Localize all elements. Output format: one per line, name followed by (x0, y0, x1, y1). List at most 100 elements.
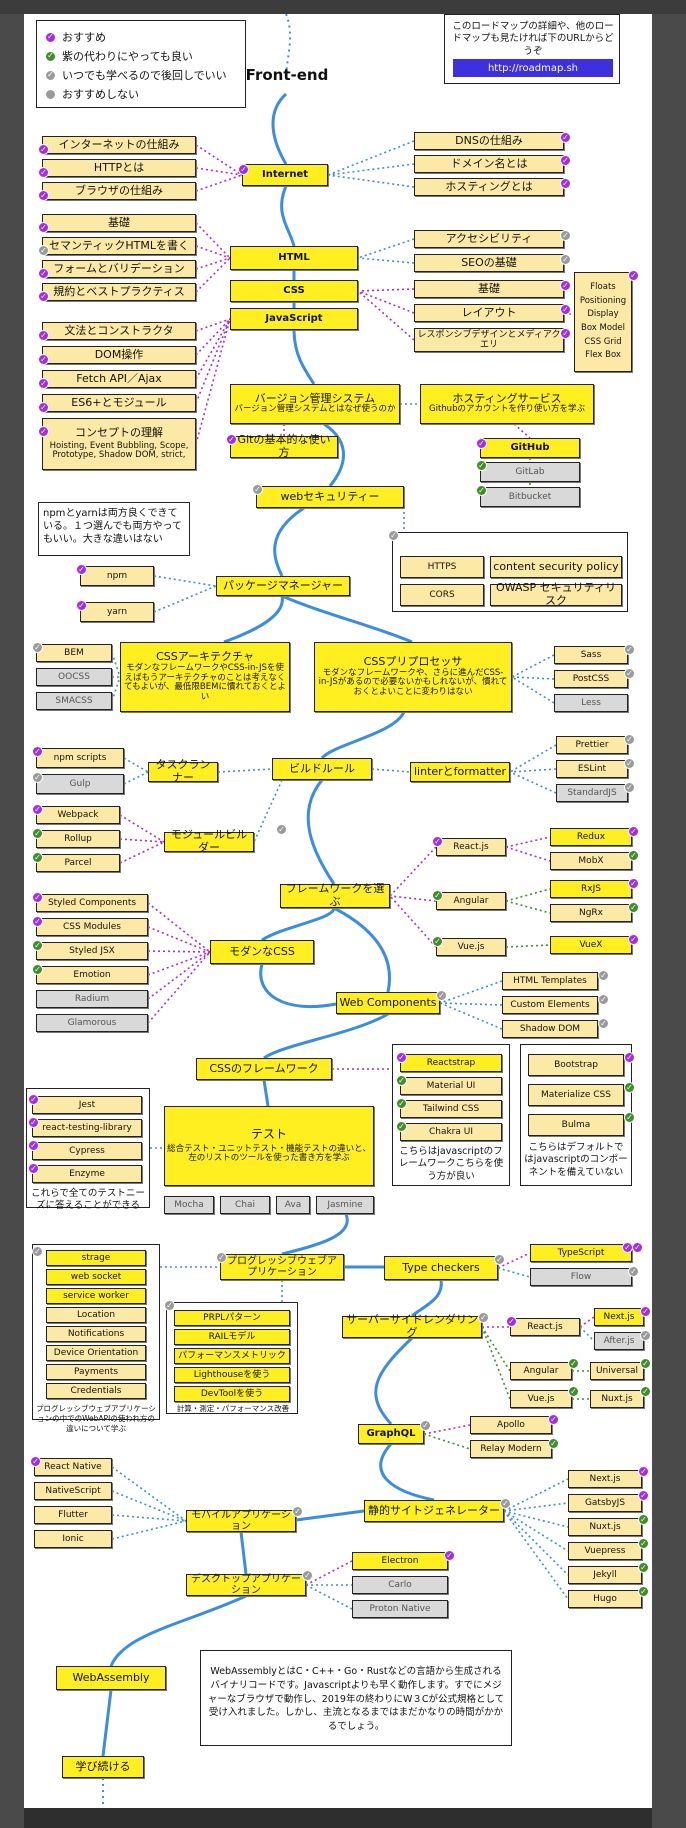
node-reactstrap[interactable]: Reactstrap (400, 1054, 502, 1072)
layout-item[interactable]: Box Model (580, 323, 626, 333)
node-jekyll[interactable]: Jekyll (568, 1566, 642, 1584)
node-webpack[interactable]: Webpack (36, 806, 120, 824)
layout-item[interactable]: Positioning (579, 295, 627, 306)
node-location[interactable]: Location (46, 1307, 146, 1323)
layout-item[interactable]: CSS Grid (584, 336, 622, 347)
node-react-testing-library[interactable]: react-testing-library (32, 1119, 142, 1137)
node-eslint[interactable]: ESLint (556, 760, 628, 778)
roadmap-link[interactable]: http://roadmap.sh (453, 59, 613, 77)
node-gatsby[interactable]: GatsbyJS (568, 1494, 642, 1512)
node-rail[interactable]: RAILモデル (174, 1329, 290, 1345)
node-task-runner[interactable]: タスクランナー (148, 759, 218, 784)
node-perf-metrics[interactable]: パフォーマンスメトリック (174, 1348, 290, 1364)
node-glamorous[interactable]: Glamorous (36, 1014, 148, 1032)
node-bulma[interactable]: Bulma (528, 1114, 624, 1136)
node-ssr-vue[interactable]: Vue.js (510, 1390, 572, 1408)
node-jasmine[interactable]: Jasmine (316, 1196, 374, 1214)
node-lighthouse[interactable]: Lighthouseを使う (174, 1367, 290, 1383)
node-webassembly[interactable]: WebAssembly (56, 1666, 166, 1690)
node-pick-framework[interactable]: フレームワークを選ぶ (280, 883, 390, 908)
node-ssg[interactable]: 静的サイトジェネレーター (364, 1500, 504, 1522)
node-shadow-dom[interactable]: Shadow DOM (502, 1020, 598, 1038)
node-material-ui[interactable]: Material UI (400, 1077, 502, 1095)
node-csp[interactable]: content security policy (490, 556, 622, 578)
node-emotion[interactable]: Emotion (36, 966, 148, 984)
node-radium[interactable]: Radium (36, 990, 148, 1008)
node-apollo[interactable]: Apollo (470, 1416, 552, 1434)
node-device-orientation[interactable]: Device Orientation (46, 1345, 146, 1361)
node-standardjs[interactable]: StandardJS (556, 784, 628, 802)
node-internet[interactable]: Internet (242, 164, 328, 186)
node-bem[interactable]: BEM (36, 644, 112, 662)
node-jest[interactable]: Jest (32, 1096, 142, 1114)
node-custom-elements[interactable]: Custom Elements (502, 996, 598, 1014)
node-type-checkers[interactable]: Type checkers (384, 1256, 498, 1280)
node-gulp[interactable]: Gulp (36, 774, 124, 794)
node-afterjs[interactable]: After.js (594, 1332, 644, 1350)
node-dns[interactable]: DNSの仕組み (414, 132, 564, 150)
layout-item[interactable]: Floats (590, 282, 616, 293)
node-typescript[interactable]: TypeScript (530, 1244, 632, 1262)
node-vuex[interactable]: VueX (550, 936, 632, 954)
node-ssg-nuxt[interactable]: Nuxt.js (568, 1518, 642, 1536)
node-service-worker[interactable]: service worker (46, 1288, 146, 1304)
node-what-is-http[interactable]: HTTPとは (42, 159, 196, 177)
node-styled-components[interactable]: Styled Components (36, 894, 148, 912)
node-bitbucket[interactable]: Bitbucket (480, 487, 580, 507)
node-https[interactable]: HTTPS (400, 556, 484, 578)
node-sass[interactable]: Sass (554, 646, 628, 664)
node-module-bundler[interactable]: モジュールビルダー (164, 829, 254, 854)
node-ssr-react[interactable]: React.js (510, 1318, 580, 1336)
node-notifications[interactable]: Notifications (46, 1326, 146, 1342)
node-js-syntax[interactable]: 文法とコンストラクタ (42, 322, 196, 340)
node-desktop[interactable]: デスクトップアプリケーション (186, 1574, 306, 1596)
node-payments[interactable]: Payments (46, 1364, 146, 1380)
node-nuxtjs[interactable]: Nuxt.js (590, 1390, 644, 1408)
node-storage[interactable]: strage (46, 1250, 146, 1266)
node-git[interactable]: Gitの基本的な使い方 (230, 434, 338, 459)
node-how-internet-works[interactable]: インターネットの仕組み (42, 136, 196, 154)
node-electron[interactable]: Electron (352, 1552, 448, 1570)
node-owasp[interactable]: OWASP セキュリティリスク (490, 582, 622, 607)
node-ngrx[interactable]: NgRx (550, 904, 632, 922)
node-nextjs[interactable]: Next.js (594, 1308, 644, 1326)
node-credentials[interactable]: Credentials (46, 1383, 146, 1399)
node-react-native[interactable]: React Native (34, 1458, 112, 1476)
node-hugo[interactable]: Hugo (568, 1590, 642, 1608)
node-react[interactable]: React.js (436, 838, 506, 856)
node-web-components[interactable]: Web Components (336, 992, 440, 1014)
node-flutter[interactable]: Flutter (34, 1506, 112, 1524)
node-ava[interactable]: Ava (276, 1196, 310, 1214)
node-build-tools[interactable]: ビルドルール (272, 758, 372, 780)
node-materialize[interactable]: Materialize CSS (528, 1084, 624, 1106)
node-nativescript[interactable]: NativeScript (34, 1482, 112, 1500)
node-css-framework[interactable]: CSSのフレームワーク (196, 1058, 332, 1080)
node-ionic[interactable]: Ionic (34, 1530, 112, 1548)
node-package-manager[interactable]: パッケージマネージャー (216, 576, 350, 596)
node-cypress[interactable]: Cypress (32, 1142, 142, 1160)
node-npm[interactable]: npm (80, 566, 154, 586)
node-npm-scripts[interactable]: npm scripts (36, 748, 124, 768)
node-gitlab[interactable]: GitLab (480, 462, 580, 482)
node-flow[interactable]: Flow (530, 1268, 632, 1286)
node-dom[interactable]: DOM操作 (42, 346, 196, 364)
node-universal[interactable]: Universal (590, 1362, 644, 1380)
node-browsers[interactable]: ブラウザの仕組み (42, 182, 196, 200)
node-testing[interactable]: テスト 総合テスト・ユニットテスト・機能テストの違いと、左のリストのツールを使っ… (164, 1106, 374, 1186)
node-css-modules[interactable]: CSS Modules (36, 918, 148, 936)
node-redux[interactable]: Redux (550, 828, 632, 846)
node-conventions[interactable]: 規約とベストプラクティス (42, 283, 196, 301)
node-bootstrap[interactable]: Bootstrap (528, 1054, 624, 1076)
node-devtools[interactable]: DevToolを使う (174, 1386, 290, 1402)
node-angular[interactable]: Angular (436, 892, 506, 910)
layout-item[interactable]: Flex Box (585, 350, 621, 361)
node-chakra[interactable]: Chakra UI (400, 1123, 502, 1141)
node-prpl[interactable]: PRPLパターン (174, 1310, 290, 1326)
node-css[interactable]: CSS (230, 280, 358, 302)
node-styled-jsx[interactable]: Styled JSX (36, 942, 148, 960)
node-vuepress[interactable]: Vuepress (568, 1542, 642, 1560)
node-concepts[interactable]: コンセプトの理解 Hoisting, Event Bubbling, Scope… (42, 418, 196, 470)
node-domain-name[interactable]: ドメイン名とは (414, 155, 564, 173)
node-carlo[interactable]: Carlo (352, 1576, 448, 1594)
node-html[interactable]: HTML (230, 246, 358, 270)
